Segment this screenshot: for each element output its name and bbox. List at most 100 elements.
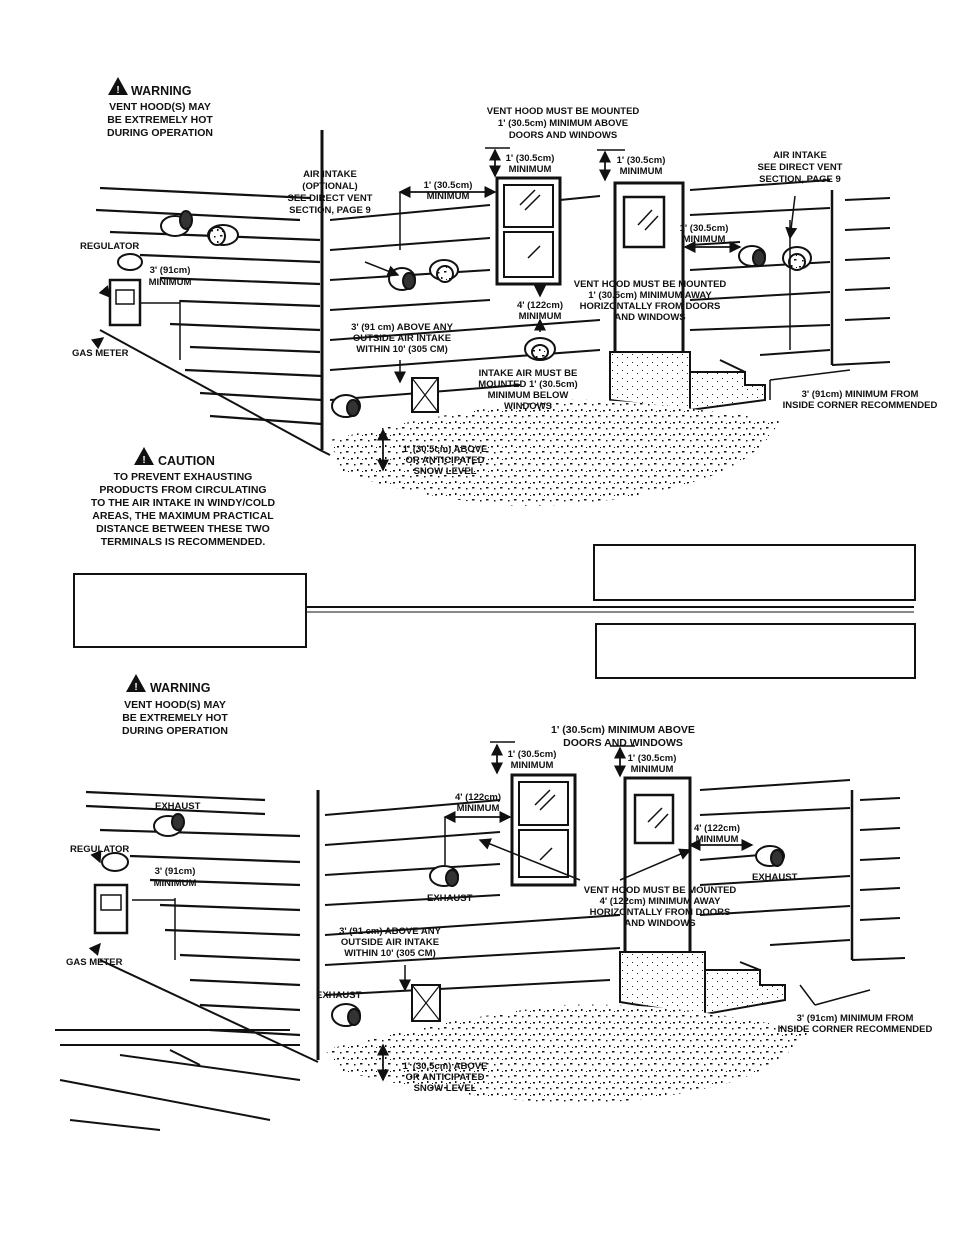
bottom-right-wall-siding	[324, 779, 901, 996]
top-snow-2: OR ANTICIPATED	[406, 455, 485, 466]
top-vent-above-3: DOORS AND WINDOWS	[509, 130, 617, 141]
top-window	[495, 176, 562, 286]
top-snow-1: 1' (30.5cm) ABOVE	[403, 444, 488, 455]
bottom-warning-line-1: VENT HOOD(S) MAY	[124, 699, 226, 711]
bottom-warning-icon: !	[126, 674, 146, 693]
top-intake-opt-4: SECTION, PAGE 9	[289, 205, 371, 216]
bottom-air-intake-box	[411, 984, 441, 1022]
bottom-min-window-2: MINIMUM	[511, 760, 554, 771]
bottom-house-diagram: !	[55, 674, 906, 1131]
caption-box-left	[73, 573, 307, 648]
bottom-snow-2: OR ANTICIPATED	[406, 1072, 485, 1083]
bottom-warning-line-2: BE EXTREMELY HOT	[122, 712, 228, 724]
top-caution-line-4: AREAS, THE MAXIMUM PRACTICAL	[92, 510, 274, 522]
top-vent-exhaust-left	[160, 210, 193, 237]
top-intake-opt-3: SEE DIRECT VENT	[288, 193, 373, 204]
top-below-min-1: 4' (122cm)	[517, 300, 563, 311]
bottom-exhaust-label-1: EXHAUST	[155, 801, 201, 812]
top-min-door-1: 1' (30.5cm)	[617, 155, 666, 166]
top-below-min-2: MINIMUM	[519, 311, 562, 322]
top-min-left-2: MINIMUM	[427, 191, 470, 202]
bottom-gravel	[325, 1004, 810, 1103]
bottom-horiz-4: AND WINDOWS	[624, 918, 695, 929]
bottom-left-wall-siding	[85, 790, 301, 1037]
top-vent-exhaust-mid	[388, 267, 416, 291]
top-door	[613, 181, 685, 355]
top-min-window-1: 1' (30.5cm)	[506, 153, 555, 164]
top-intake-right-3: SECTION, PAGE 9	[759, 174, 841, 185]
top-vent-above-2: 1' (30.5cm) MINIMUM ABOVE	[498, 118, 628, 129]
bottom-min-door-1: 1' (30.5cm)	[628, 753, 677, 764]
section-divider	[307, 606, 914, 613]
top-gravel	[330, 399, 780, 506]
svg-text:!: !	[134, 682, 137, 693]
top-above-intake-1: 3' (91 cm) ABOVE ANY	[351, 322, 454, 333]
top-vent-above-1: VENT HOOD MUST BE MOUNTED	[487, 106, 640, 117]
top-intake-right-1: AIR INTAKE	[773, 150, 827, 161]
bottom-steps	[619, 951, 786, 1017]
top-vent-under-window	[524, 337, 556, 361]
bottom-horiz-1: VENT HOOD MUST BE MOUNTED	[584, 885, 737, 896]
top-dimension-lines	[91, 147, 851, 472]
caption-box-top-right	[593, 544, 916, 601]
top-intake-below-2: MOUNTED 1' (30.5cm)	[478, 379, 577, 390]
top-min-right-2: MINIMUM	[683, 234, 726, 245]
bottom-min-left-1: 4' (122cm)	[455, 792, 501, 803]
bottom-exhaust-label-2: EXHAUST	[427, 893, 473, 904]
top-intake-opt-2: (OPTIONAL)	[302, 181, 357, 192]
bottom-above-intake-1: 3' (91 cm) ABOVE ANY	[339, 926, 442, 937]
svg-text:!: !	[142, 455, 145, 466]
top-min-door-2: MINIMUM	[620, 166, 663, 177]
top-min-left-1: 1' (30.5cm)	[424, 180, 473, 191]
bottom-snow-3: SNOW LEVEL	[414, 1083, 477, 1094]
top-warning-icon: !	[108, 77, 128, 96]
bottom-min-right-2: MINIMUM	[696, 834, 739, 845]
bottom-regulator-label: REGULATOR	[70, 844, 129, 855]
top-warning-line-3: DURING OPERATION	[107, 127, 213, 139]
bottom-above-doors-2: DOORS AND WINDOWS	[563, 737, 683, 749]
bottom-gas-meter-label: GAS METER	[66, 957, 123, 968]
bottom-vent-exhaust-low	[331, 1003, 361, 1027]
top-caution-line-2: PRODUCTS FROM CIRCULATING	[99, 484, 266, 496]
top-reg-min-1: 3' (91cm)	[150, 265, 191, 276]
top-air-intake-box	[411, 377, 439, 413]
top-min-window-2: MINIMUM	[509, 164, 552, 175]
top-horiz-1: VENT HOOD MUST BE MOUNTED	[574, 279, 727, 290]
bottom-warning-title: WARNING	[150, 681, 210, 695]
bottom-labels: WARNING VENT HOOD(S) MAY BE EXTREMELY HO…	[66, 681, 932, 1094]
top-horiz-3: HORIZONTALLY FROM DOORS	[580, 301, 721, 312]
top-above-intake-3: WITHIN 10' (305 CM)	[356, 344, 447, 355]
top-steps	[609, 351, 766, 412]
bottom-min-left-2: MINIMUM	[457, 803, 500, 814]
bottom-above-intake-3: WITHIN 10' (305 CM)	[344, 948, 435, 959]
top-vent-intake-right	[782, 246, 812, 271]
bottom-window	[510, 773, 577, 887]
bottom-vent-hoods	[153, 813, 785, 1027]
bottom-vent-exhaust-right	[755, 845, 785, 867]
bottom-vent-exhaust-left	[153, 813, 185, 837]
top-caution-line-1: TO PREVENT EXHAUSTING	[114, 471, 253, 483]
bottom-warning-line-3: DURING OPERATION	[122, 725, 228, 737]
top-labels: WARNING VENT HOOD(S) MAY BE EXTREMELY HO…	[72, 84, 937, 548]
bottom-horiz-2: 4' (122cm) MINIMUM AWAY	[600, 896, 722, 907]
bottom-min-window-1: 1' (30.5cm)	[508, 749, 557, 760]
top-regulator-label: REGULATOR	[80, 241, 139, 252]
top-horiz-2: 1' (30.5cm) MINIMUM AWAY	[588, 290, 712, 301]
bottom-above-doors-1: 1' (30.5cm) MINIMUM ABOVE	[551, 724, 695, 736]
bottom-walkway	[55, 959, 319, 1131]
bottom-vent-exhaust-mid	[429, 865, 459, 887]
top-gas-meter	[108, 253, 143, 327]
top-vent-intake-left	[207, 224, 239, 246]
top-warning-line-2: BE EXTREMELY HOT	[107, 114, 213, 126]
top-above-intake-2: OUTSIDE AIR INTAKE	[353, 333, 451, 344]
top-min-right-1: 1' (30.5cm)	[680, 223, 729, 234]
bottom-gas-meter	[93, 852, 129, 935]
bottom-door	[623, 776, 692, 955]
top-intake-below-4: WINDOWS	[504, 401, 552, 412]
bottom-above-intake-2: OUTSIDE AIR INTAKE	[341, 937, 439, 948]
top-corner-1: 3' (91cm) MINIMUM FROM	[802, 389, 919, 400]
top-intake-opt-1: AIR INTAKE	[303, 169, 357, 180]
top-intake-below-1: INTAKE AIR MUST BE	[479, 368, 578, 379]
top-caution-title: CAUTION	[158, 454, 215, 468]
